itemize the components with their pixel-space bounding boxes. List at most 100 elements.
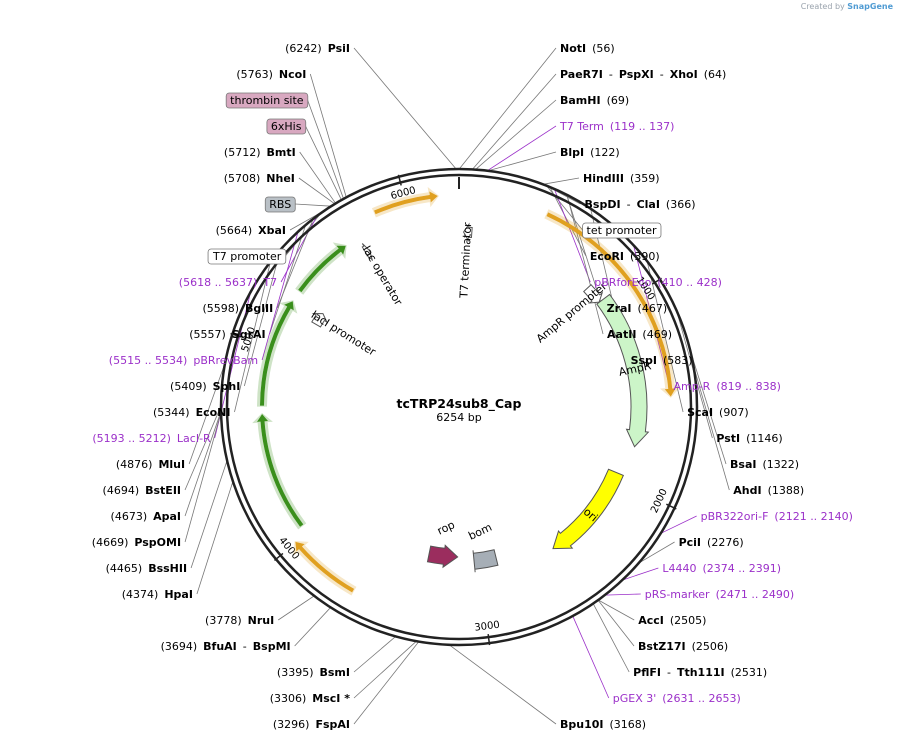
site-label: BstZ17I(2506): [638, 640, 728, 653]
ampr-promoter-feature: AmpR promoter: [534, 279, 610, 345]
site-label-part: (2505): [670, 614, 707, 627]
site-label-part: -: [609, 68, 613, 81]
site-label: (5557)SgrAI: [189, 328, 265, 341]
svg-text:6xHis: 6xHis: [271, 120, 302, 133]
leader-line: [307, 99, 344, 200]
svg-text:PstI(1146): PstI(1146): [716, 432, 782, 445]
tick-mark: [487, 634, 491, 646]
site-label-part: BlpI: [560, 146, 584, 159]
site-label-part: (2276): [707, 536, 744, 549]
site-label-part: (69): [607, 94, 630, 107]
site-label-part: (2506): [692, 640, 729, 653]
label-box: [582, 222, 662, 239]
leader-line: [243, 249, 281, 387]
svg-text:NotI(56): NotI(56): [560, 42, 615, 55]
site-label: T7 Term(119 .. 137): [559, 120, 674, 133]
site-label-part: ZraI: [607, 302, 632, 315]
leader-line: [188, 362, 226, 465]
tick-mark: [230, 332, 242, 338]
site-label: HindIII(359): [583, 172, 660, 185]
svg-text:(4694)BstEII: (4694)BstEII: [103, 484, 181, 497]
svg-text:L4440(2374 .. 2391): L4440(2374 .. 2391): [662, 562, 781, 575]
site-label-part: (469): [642, 328, 672, 341]
site-label-part: L4440: [662, 562, 696, 575]
rop-arrow: [426, 544, 459, 569]
orf-arrow: [546, 212, 676, 397]
svg-text:AccI(2505): AccI(2505): [638, 614, 706, 627]
site-label-part: BstEII: [145, 484, 181, 497]
ampr-promoter-arrow: [583, 283, 604, 304]
orf-halo: [256, 300, 298, 407]
site-label-part: PciI: [679, 536, 701, 549]
site-label-part: (5763): [236, 68, 273, 81]
site-label: AatII (469): [607, 328, 672, 341]
site-label-part: (5618 .. 5637): [179, 276, 258, 289]
svg-text:(5708)NheI: (5708)NheI: [224, 172, 295, 185]
svg-text:T7 Term(119 .. 137): T7 Term(119 .. 137): [559, 120, 674, 133]
bom-arrow: [472, 549, 499, 573]
site-label-part: (119 .. 137): [610, 120, 675, 133]
site-label-part: 6xHis: [271, 120, 302, 133]
site-label-part: -: [660, 68, 664, 81]
site-label-part: (1322): [762, 458, 799, 471]
leader-line: [542, 177, 580, 185]
ampr-promoter-label: AmpR promoter: [534, 279, 610, 345]
leader-line: [353, 636, 396, 673]
site-label-part: PspXI: [619, 68, 654, 81]
site-label: (4465)BssHII: [106, 562, 187, 575]
leader-line: [184, 406, 222, 491]
orf-halo: [295, 242, 347, 295]
svg-text:(5409)SphI: (5409)SphI: [170, 380, 240, 393]
site-label: 6xHis: [266, 118, 307, 135]
svg-text:SspI(583): SspI(583): [631, 354, 693, 367]
svg-text:(5598)BglII: (5598)BglII: [202, 302, 273, 315]
label-box: [207, 248, 287, 265]
site-label: EcoRI(390): [590, 250, 660, 263]
site-label-part: BfuAI: [203, 640, 237, 653]
svg-text:AatII(469): AatII (469): [607, 328, 672, 341]
svg-text:(5557)SgrAI: (5557)SgrAI: [189, 328, 265, 341]
svg-text:(3778)NruI: (3778)NruI: [205, 614, 274, 627]
site-label-part: -: [667, 666, 671, 679]
svg-text:pBRforEco(410 .. 428): pBRforEco(410 .. 428): [594, 276, 722, 289]
site-label-part: (5344): [153, 406, 190, 419]
site-label-part: (4669): [92, 536, 129, 549]
site-label: (5712)BmtI: [224, 146, 296, 159]
svg-text:BamHI(69): BamHI(69): [560, 94, 629, 107]
svg-text:(4876)MluI: (4876)MluI: [116, 458, 185, 471]
orf-halo: [544, 209, 681, 398]
site-label-part: HindIII: [583, 172, 624, 185]
svg-text:AhdI(1388): AhdI(1388): [733, 484, 804, 497]
svg-text:EcoRI(390): EcoRI(390): [590, 250, 660, 263]
site-label: pBR322ori-F(2121 .. 2140): [701, 510, 853, 523]
leader-line: [592, 603, 630, 673]
site-label-part: AatII: [607, 328, 636, 341]
site-label-part: SphI: [213, 380, 241, 393]
ampr-feature: AmpR: [596, 293, 653, 448]
site-label: Amp-R(819 .. 838): [673, 380, 780, 393]
site-label: (5193 .. 5212)LacI-R: [92, 432, 211, 445]
site-label: pBRforEco(410 .. 428): [594, 276, 722, 289]
svg-text:PaeR7I-PspXI-XhoI(64): PaeR7I-PspXI-XhoI(64): [560, 68, 726, 81]
site-label: (5409)SphI: [170, 380, 240, 393]
leader-line: [299, 151, 337, 204]
svg-text:tet promoter: tet promoter: [587, 224, 657, 237]
site-label-part: pGEX 3': [613, 692, 657, 705]
svg-text:ScaI(907): ScaI(907): [687, 406, 749, 419]
orf-arrow: [260, 301, 294, 406]
leader-line: [566, 194, 604, 335]
site-label-part: (5557): [189, 328, 226, 341]
leader-line: [305, 125, 342, 201]
site-label-part: (3306): [270, 692, 307, 705]
leader-line: [295, 203, 332, 207]
svg-text:(3395)BsmI: (3395)BsmI: [277, 666, 350, 679]
site-label-part: (2531): [731, 666, 768, 679]
svg-text:(4669)PspOMI: (4669)PspOMI: [92, 536, 181, 549]
site-label-part: PflFI: [633, 666, 661, 679]
leader-line: [689, 349, 727, 465]
site-label-part: NcoI: [279, 68, 306, 81]
ori-arrow: [552, 468, 624, 550]
site-label-part: BsmI: [320, 666, 351, 679]
site-label-part: (819 .. 838): [716, 380, 781, 393]
